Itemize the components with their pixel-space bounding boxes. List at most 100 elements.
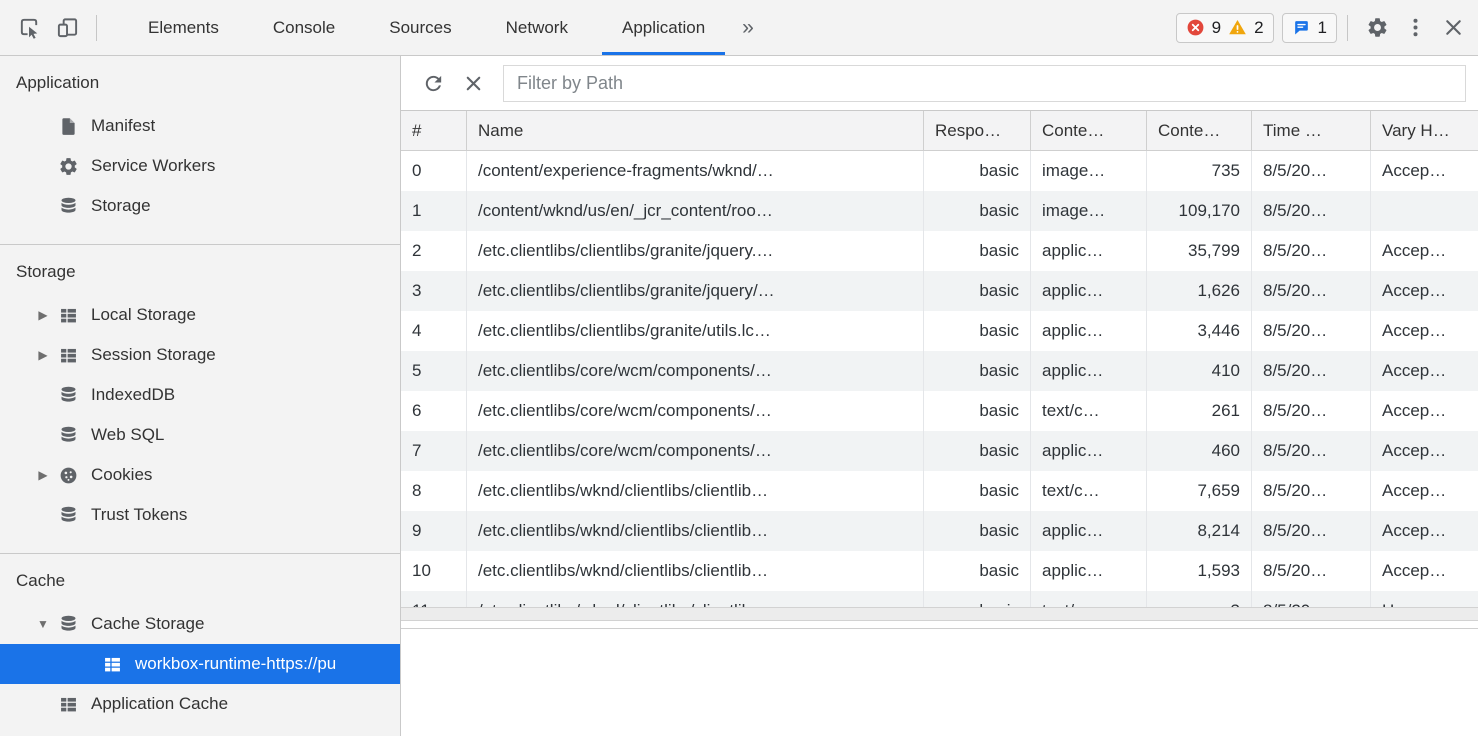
table-row[interactable]: 4/etc.clientlibs/clientlibs/granite/util… [401, 311, 1478, 351]
table-row[interactable]: 3/etc.clientlibs/clientlibs/granite/jque… [401, 271, 1478, 311]
sidebar-item-label: Local Storage [91, 305, 196, 324]
cell-content-type: applic… [1031, 511, 1147, 551]
tab-label: Console [272, 17, 336, 37]
console-errors-warnings-badge[interactable]: 9 2 [1175, 12, 1274, 43]
cell-name: /etc.clientlibs/clientlibs/granite/utils… [467, 311, 924, 351]
sidebar-item-label: Web SQL [91, 425, 165, 444]
column-header-content-length[interactable]: Conte… [1147, 111, 1252, 150]
sidebar-item-service-workers[interactable]: Service Workers [0, 146, 400, 186]
delete-selected-button[interactable] [453, 64, 493, 102]
table-row[interactable]: 0/content/experience-fragments/wknd/…bas… [401, 151, 1478, 191]
cell-content-type: image… [1031, 191, 1147, 231]
horizontal-scrollbar[interactable] [401, 607, 1478, 621]
tab-sources[interactable]: Sources [362, 0, 478, 55]
cell-content-type: text/c… [1031, 591, 1147, 607]
refresh-button[interactable] [413, 64, 453, 102]
cell-vary-header: H… [1371, 591, 1478, 607]
table-row[interactable]: 6/etc.clientlibs/core/wcm/components/…ba… [401, 391, 1478, 431]
cell-name: /etc.clientlibs/wknd/clientlibs/clientli… [467, 551, 924, 591]
table-row[interactable]: 2/etc.clientlibs/clientlibs/granite/jque… [401, 231, 1478, 271]
device-toolbar-button[interactable] [48, 9, 86, 47]
sidebar-item-trust-tokens[interactable]: Trust Tokens [0, 495, 400, 535]
sidebar-item-manifest[interactable]: Manifest [0, 106, 400, 146]
document-icon [56, 114, 80, 138]
sidebar-item-local-storage[interactable]: ▶ Local Storage [0, 295, 400, 335]
triangle-collapsed-icon[interactable]: ▶ [38, 348, 48, 362]
cell-content-type: applic… [1031, 311, 1147, 351]
issues-count: 1 [1317, 17, 1327, 37]
device-toolbar-icon [56, 16, 79, 39]
sidebar-item-storage[interactable]: Storage [0, 186, 400, 226]
tab-network[interactable]: Network [479, 0, 595, 55]
cell-vary-header: Accep… [1382, 281, 1447, 300]
cell-time-cached: 8/5/20… [1252, 311, 1371, 351]
close-icon [1442, 16, 1465, 39]
settings-button[interactable] [1358, 9, 1396, 47]
cell-response-type: basic [924, 351, 1031, 391]
cell-vary-header: Accep… [1382, 321, 1447, 340]
more-options-button[interactable] [1396, 9, 1434, 47]
close-devtools-button[interactable] [1434, 9, 1472, 47]
column-header-time-cached[interactable]: Time … [1252, 111, 1371, 150]
cell-vary-header: Accep… [1382, 241, 1447, 260]
sidebar-item-workbox-runtime-https-pu[interactable]: workbox-runtime-https://pu [0, 644, 400, 684]
cell-content-length: 1,626 [1147, 271, 1252, 311]
table-row[interactable]: 11/etc.clientlibs/wknd/clientlibs/client… [401, 591, 1478, 607]
column-header-content-type[interactable]: Conte… [1031, 111, 1147, 150]
column-header-index[interactable]: # [401, 111, 467, 150]
cell-name: /etc.clientlibs/core/wcm/components/… [467, 391, 924, 431]
sidebar-item-session-storage[interactable]: ▶Session Storage [0, 335, 400, 375]
tab-elements[interactable]: Elements [121, 0, 246, 55]
cell-content-type: applic… [1031, 271, 1147, 311]
cell-content-type: applic… [1031, 431, 1147, 471]
inspect-element-button[interactable] [10, 9, 48, 47]
cell-response-type: basic [924, 591, 1031, 607]
cell-response-type: basic [924, 231, 1031, 271]
cell-content-length: 1,593 [1147, 551, 1252, 591]
table-row[interactable]: 5/etc.clientlibs/core/wcm/components/…ba… [401, 351, 1478, 391]
cell-content-length: 410 [1147, 351, 1252, 391]
column-header-vary-header[interactable]: Vary H… [1382, 120, 1450, 140]
cell-name: /etc.clientlibs/core/wcm/components/… [467, 351, 924, 391]
cell-content-type: text/c… [1031, 391, 1147, 431]
table-row[interactable]: 7/etc.clientlibs/core/wcm/components/…ba… [401, 431, 1478, 471]
triangle-collapsed-icon[interactable]: ▶ [38, 308, 48, 322]
cell-content-length: 35,799 [1147, 231, 1252, 271]
more-panels-button[interactable]: » [732, 0, 764, 55]
tab-application[interactable]: Application [595, 0, 732, 55]
cell-vary-header: Accep… [1382, 561, 1447, 580]
cell-index: 5 [401, 351, 467, 391]
table-icon [56, 303, 80, 327]
database-icon [56, 503, 80, 527]
filter-by-path-input[interactable] [503, 64, 1466, 102]
issues-badge[interactable]: 1 [1281, 12, 1337, 43]
tab-label: Elements [148, 17, 219, 37]
table-row[interactable]: 8/etc.clientlibs/wknd/clientlibs/clientl… [401, 471, 1478, 511]
sidebar-section-title: Storage [16, 262, 76, 281]
sidebar-item-label: Storage [91, 196, 151, 215]
triangle-collapsed-icon[interactable]: ▶ [38, 468, 48, 482]
sidebar-item-web-sql[interactable]: Web SQL [0, 415, 400, 455]
cell-response-type: basic [924, 511, 1031, 551]
sidebar-item-cache-storage[interactable]: ▼Cache Storage [0, 604, 400, 644]
table-row[interactable]: 9/etc.clientlibs/wknd/clientlibs/clientl… [401, 511, 1478, 551]
cell-name: /etc.clientlibs/clientlibs/granite/jquer… [467, 231, 924, 271]
table-row[interactable]: 1/content/wknd/us/en/_jcr_content/roo…ba… [401, 191, 1478, 231]
refresh-icon [422, 72, 445, 95]
cell-vary-header: Accep… [1382, 361, 1447, 380]
sidebar-item-cookies[interactable]: ▶Cookies [0, 455, 400, 495]
column-header-name[interactable]: Name [467, 111, 924, 150]
column-header-response-type[interactable]: Respo… [924, 111, 1031, 150]
triangle-expanded-icon[interactable]: ▼ [37, 617, 49, 631]
tab-console[interactable]: Console [246, 0, 362, 55]
sidebar-item-label: IndexedDB [91, 385, 176, 404]
cell-index: 7 [401, 431, 467, 471]
sidebar-item-indexeddb[interactable]: IndexedDB [0, 375, 400, 415]
table-row[interactable]: 10/etc.clientlibs/wknd/clientlibs/client… [401, 551, 1478, 591]
preview-splitter[interactable] [401, 621, 1478, 629]
sidebar-item-application-cache[interactable]: Application Cache [0, 684, 400, 724]
cell-name: /etc.clientlibs/wknd/clientlibs/clientli… [467, 471, 924, 511]
cell-content-type: applic… [1031, 231, 1147, 271]
